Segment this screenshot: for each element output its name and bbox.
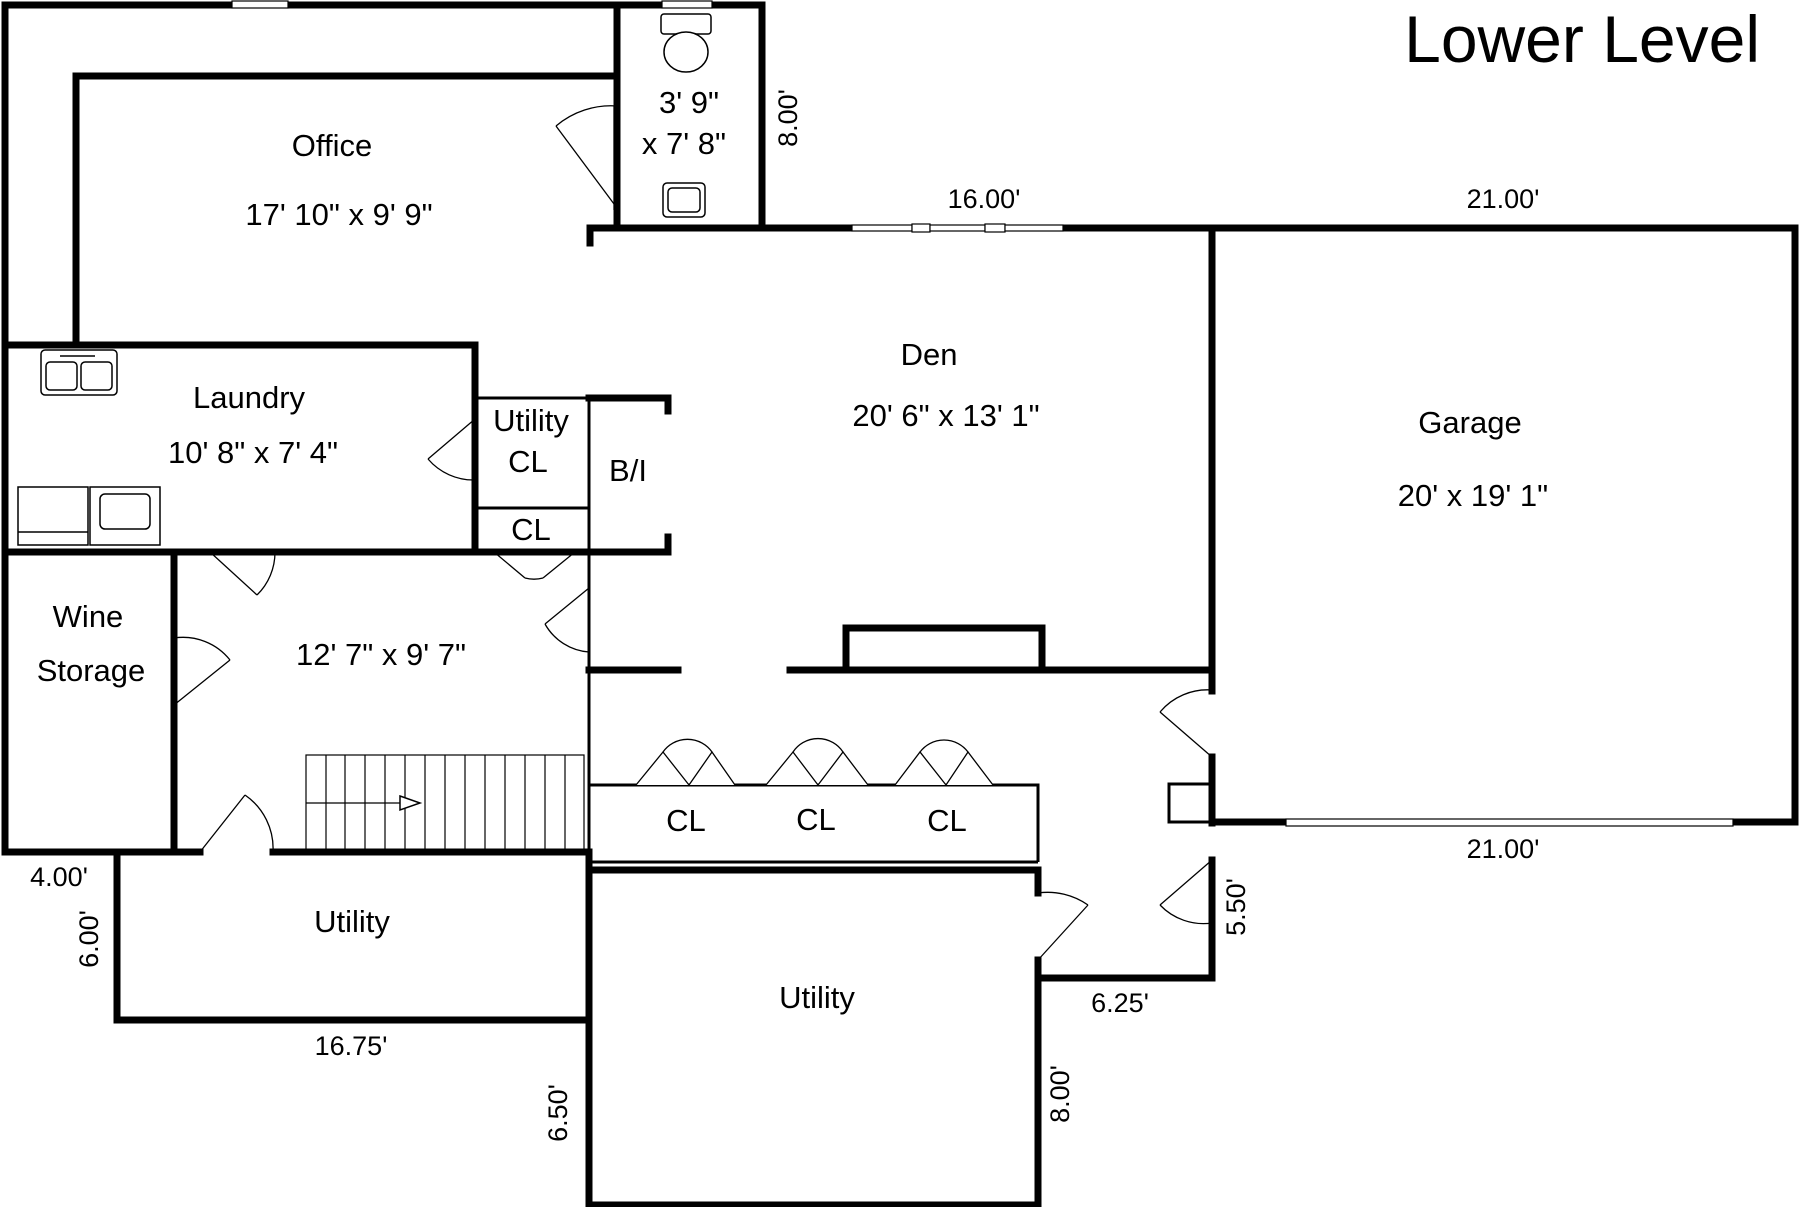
laundry-size: 10' 8" x 7' 4" (168, 435, 338, 470)
window-mullion-b (984, 223, 1006, 233)
closet-label-1: CL (666, 803, 706, 838)
dim-entry-width: 6.25' (1091, 988, 1149, 1018)
dim-utility-center-left: 6.50' (543, 1084, 573, 1142)
dimension-labels: 8.00' 16.00' 21.00' 21.00' 4.00' 6.00' 1… (30, 89, 1539, 1142)
entry-right-wall (1034, 856, 1216, 982)
stairs (305, 754, 585, 853)
closets-top-wall (589, 783, 1040, 862)
wine-line1: Wine (53, 599, 124, 634)
wine-walls (1, 548, 178, 856)
dim-den-top: 16.00' (948, 184, 1021, 214)
dim-garage-top: 21.00' (1467, 184, 1540, 214)
washer (17, 486, 89, 546)
dim-utility-center-right: 8.00' (1045, 1065, 1075, 1123)
window-den-a (851, 224, 913, 232)
dim-entry-height: 5.50' (1221, 878, 1251, 936)
dim-left-step-width: 4.00' (30, 862, 88, 892)
bi-bottom-wall (585, 533, 672, 556)
garage-outer-wall (1208, 224, 1799, 826)
utility-cl-line1: Utility (493, 403, 569, 438)
windows (231, 0, 1734, 827)
office-size: 17' 10" x 9' 9" (245, 197, 432, 232)
garage-door (1285, 818, 1734, 827)
dim-bath-height: 8.00' (773, 89, 803, 147)
entry-post (1167, 782, 1214, 824)
window-bath (661, 0, 713, 9)
den-name: Den (901, 337, 958, 372)
dim-left-step-height: 6.00' (74, 910, 104, 968)
utility-center-walls (585, 848, 1042, 1207)
utility-center-top-wall (585, 866, 1042, 897)
dim-utility-left-width: 16.75' (315, 1031, 388, 1061)
toilet-tank (660, 13, 712, 35)
window-mullion-a (911, 223, 931, 233)
garage-name: Garage (1418, 405, 1521, 440)
laundry-top-wall (1, 341, 479, 556)
bath-size-line2: x 7' 8" (642, 126, 726, 161)
wine-line2: Storage (37, 653, 146, 688)
bath-size-line1: 3' 9" (659, 85, 719, 120)
closet-label-2: CL (796, 802, 836, 837)
outer-wall-north-west (1, 1, 766, 855)
utility-left-name: Utility (314, 904, 390, 939)
office-name: Office (292, 128, 372, 163)
bi-top-wall (585, 394, 672, 415)
window-den-c (1004, 224, 1064, 232)
fixtures (17, 13, 712, 546)
laundry-name: Laundry (193, 380, 306, 415)
doors (173, 105, 1213, 961)
utility-center-name: Utility (779, 980, 855, 1015)
bi-label: B/I (609, 453, 647, 488)
toilet-bowl (663, 31, 709, 73)
garage-size: 20' x 19' 1" (1398, 478, 1548, 513)
cl-small-label: CL (511, 512, 551, 547)
dim-garage-bottom: 21.00' (1467, 834, 1540, 864)
room-labels: Office 17' 10" x 9' 9" 3' 9" x 7' 8" Den… (37, 85, 1548, 1015)
closet-label-3: CL (927, 803, 967, 838)
office-inner-wall (72, 72, 621, 349)
window-den-b (929, 224, 986, 232)
utility-cl-line2: CL (508, 444, 548, 479)
den-size: 20' 6" x 13' 1" (852, 398, 1039, 433)
hall-size: 12' 7" x 9' 7" (296, 637, 466, 672)
utility-left-walls (113, 848, 593, 1024)
window-office (231, 0, 289, 9)
hearth (842, 624, 1046, 674)
plan-title: Lower Level (1404, 2, 1760, 76)
